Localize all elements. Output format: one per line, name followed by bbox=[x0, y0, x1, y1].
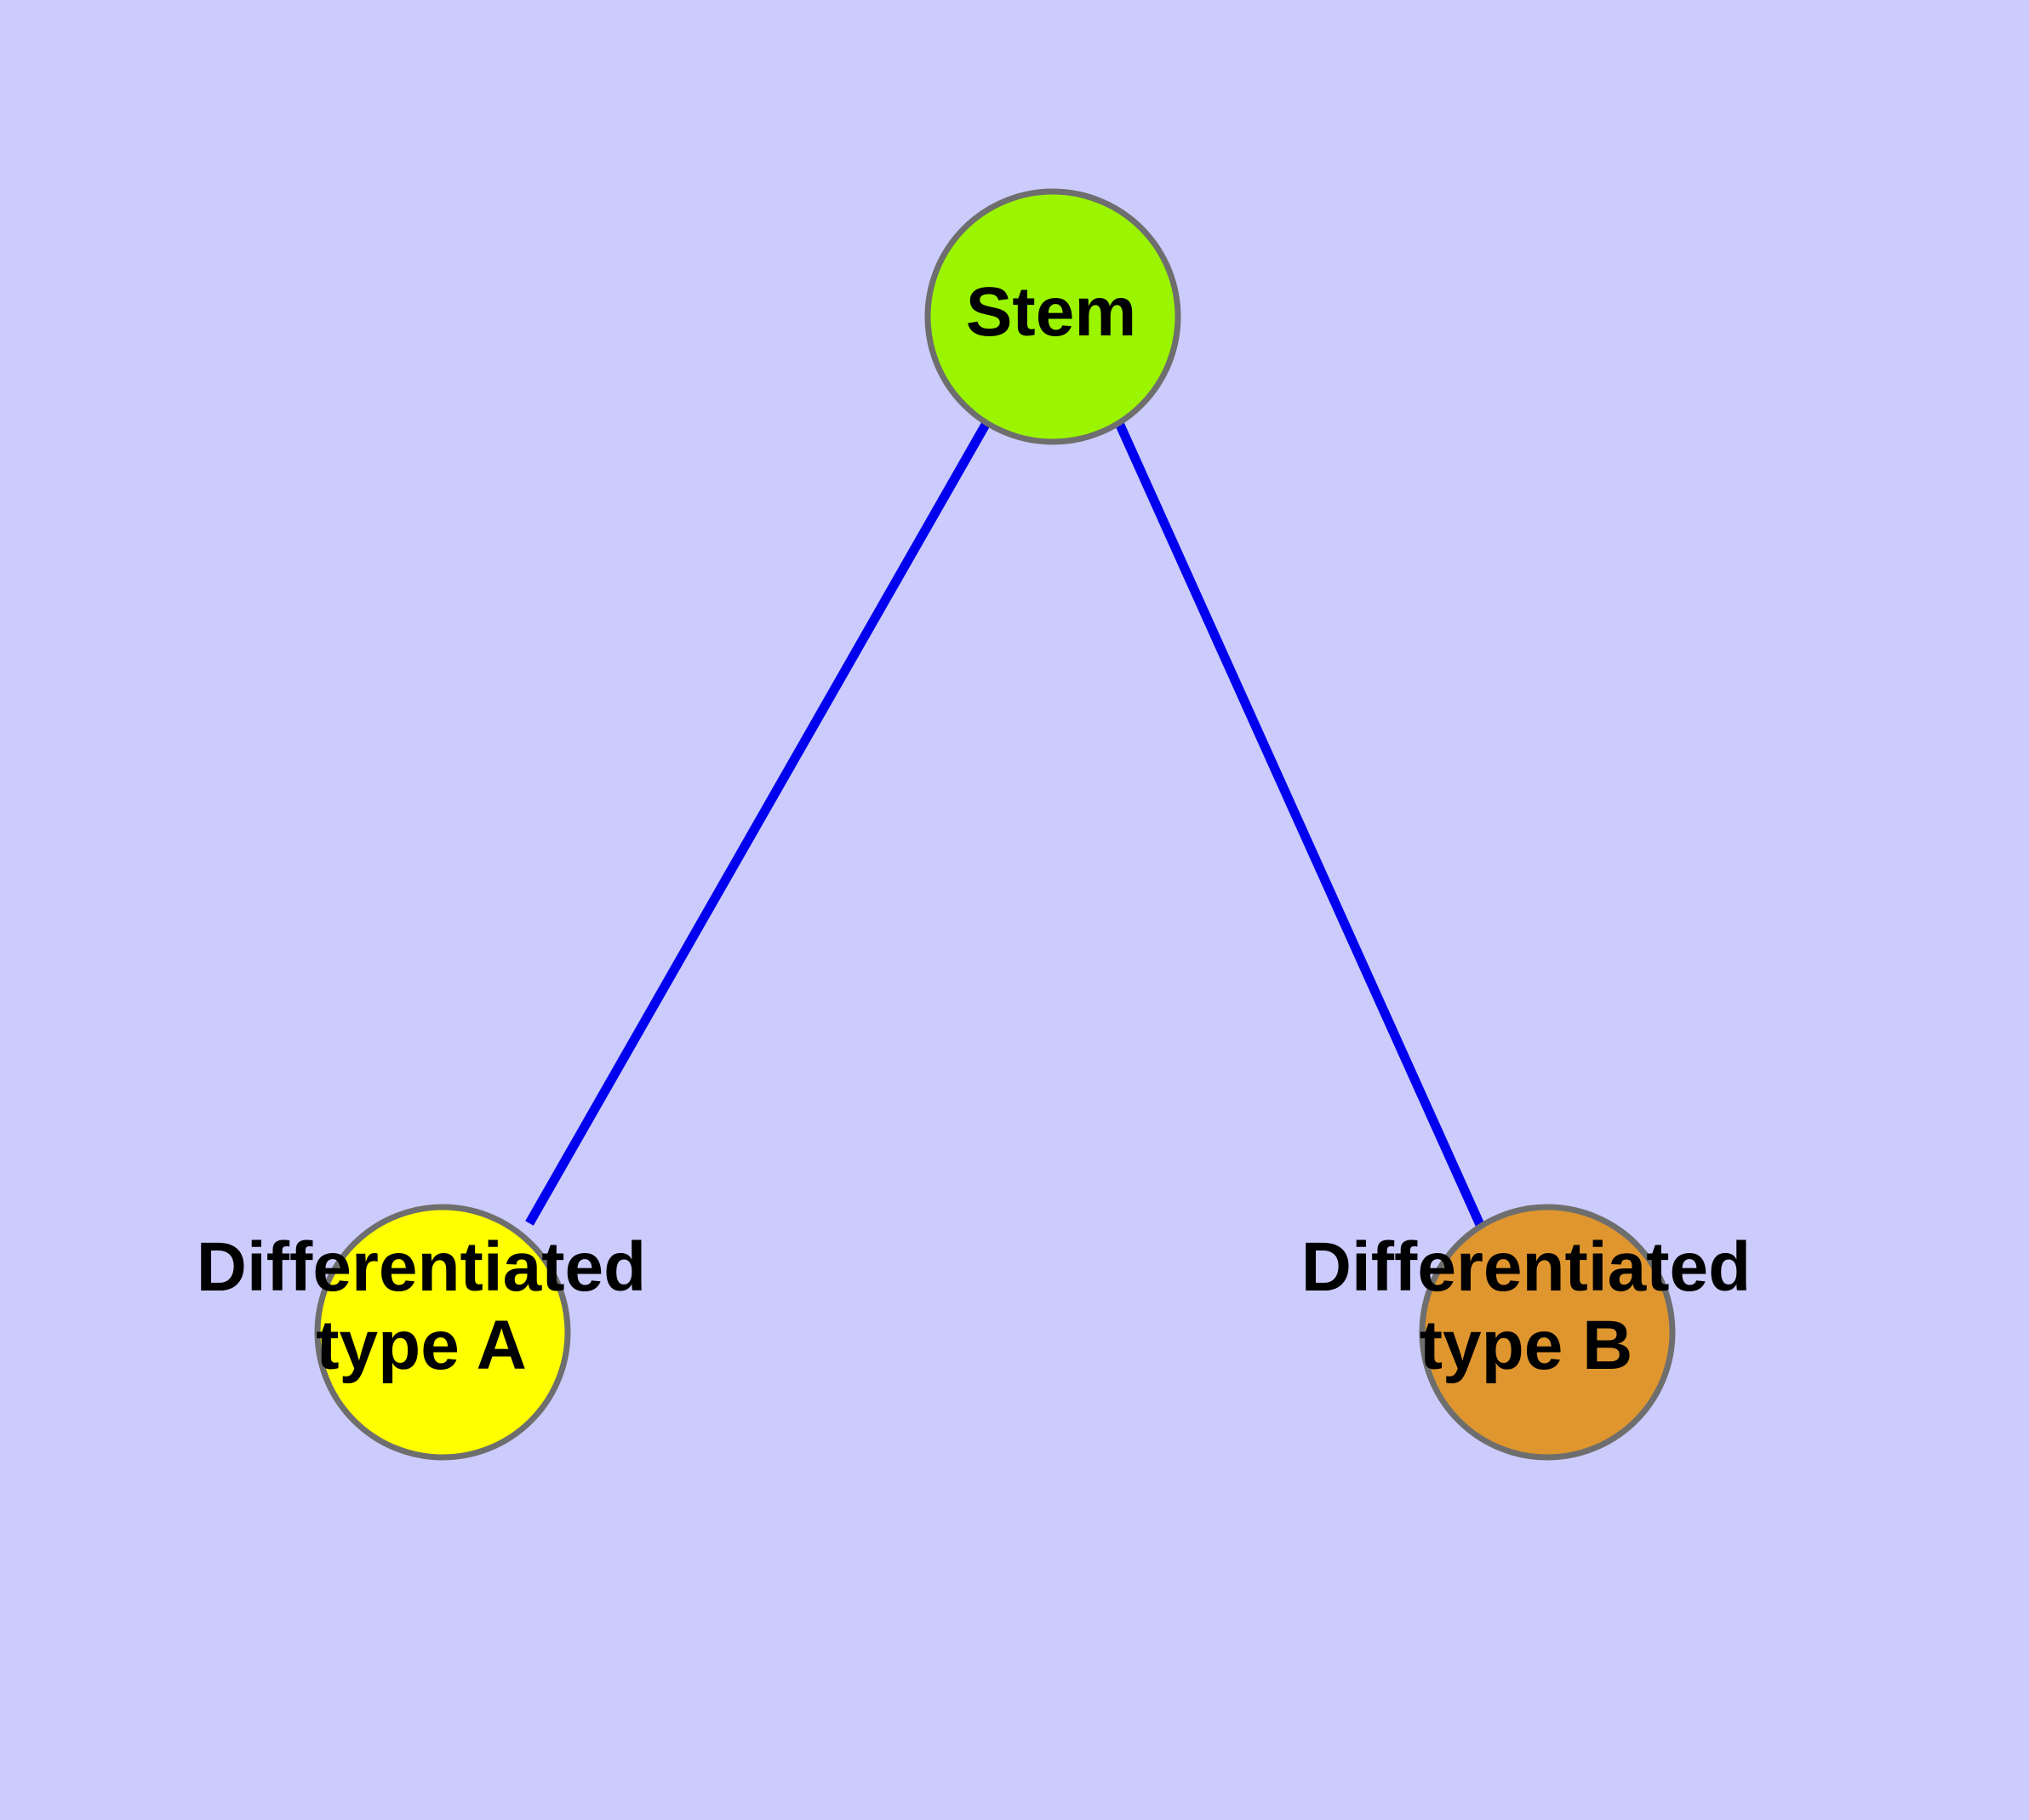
node-label-line: Differentiated bbox=[197, 1228, 647, 1306]
node-label-line: type A bbox=[316, 1307, 527, 1384]
node-label-line: type B bbox=[1420, 1307, 1633, 1384]
node-stem[interactable]: Stem bbox=[924, 188, 1181, 445]
node-label-stem: Stem bbox=[966, 273, 1137, 351]
node-circle-diff-b[interactable] bbox=[1419, 1204, 1676, 1461]
node-circle-stem[interactable] bbox=[924, 188, 1181, 445]
edge-stem-to-diff-b[interactable] bbox=[1114, 421, 1486, 1229]
node-label-line: Stem bbox=[966, 273, 1137, 351]
edge-stem-to-diff-a[interactable] bbox=[525, 421, 991, 1226]
node-circle-diff-a[interactable] bbox=[314, 1204, 571, 1461]
edges-group bbox=[525, 421, 1486, 1229]
node-label-line: Differentiated bbox=[1301, 1228, 1752, 1306]
